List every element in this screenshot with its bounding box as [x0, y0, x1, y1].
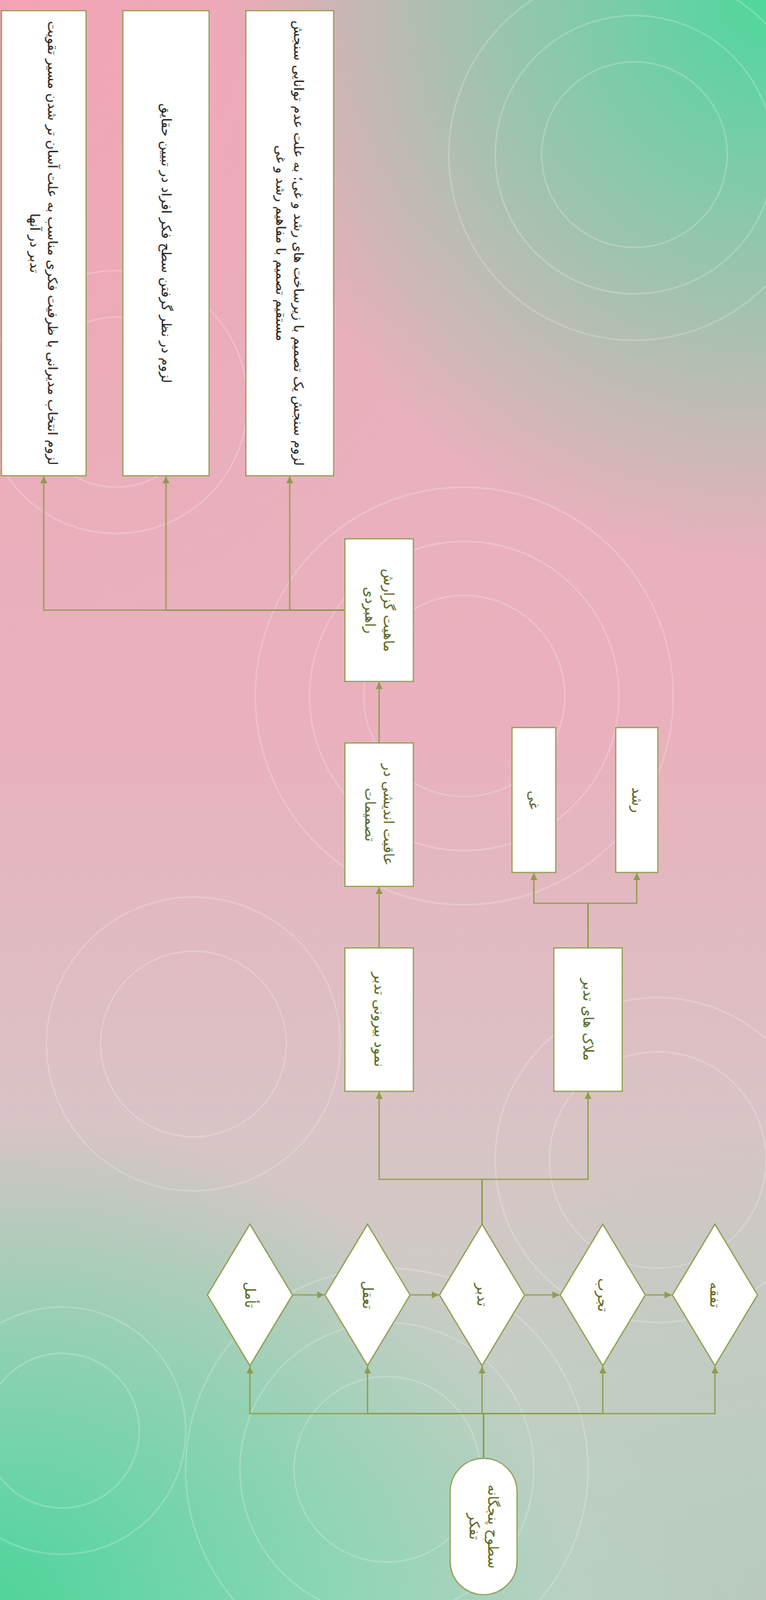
decision-diamond: تأمل [206, 1224, 294, 1368]
node-text: لزوم سنجش یک تصمیم با زیرساخت های رشد و … [272, 17, 308, 469]
flow-arrow [378, 887, 380, 948]
flow-arrow [379, 1092, 483, 1225]
flow-arrow [588, 873, 637, 948]
flow-arrow [378, 682, 380, 743]
node-text: تأمل [240, 1256, 260, 1336]
node-text: لزوم انتخاب مدیرانی با ظرفیت فکری مناسب … [26, 17, 62, 469]
process-box-outline [344, 538, 414, 683]
node-text: سطوح پنجگانه تفکر [465, 1475, 503, 1580]
start-terminal-outline [449, 1458, 518, 1597]
process-box: رشد [615, 727, 659, 874]
flow-arrow [249, 1367, 484, 1459]
flow-arrow [166, 476, 346, 611]
conclusion-box: لزوم انتخاب مدیرانی با ظرفیت فکری مناسب … [0, 10, 87, 477]
node-text: غی [524, 735, 544, 866]
start-terminal: سطوح پنجگانه تفکر [449, 1458, 518, 1597]
node-text: لزوم در نظر گرفتن سطح فکر افراد در تبیین… [157, 17, 175, 469]
decision-diamond: تعقل [324, 1224, 411, 1368]
flow-arrow [483, 1367, 603, 1459]
process-box: غی [511, 727, 557, 874]
node-text: تجرب [593, 1256, 613, 1336]
flow-arrow [533, 873, 589, 948]
flow-arrow [410, 1295, 439, 1297]
flow-arrow [483, 1367, 715, 1459]
node-text: تدبر [472, 1256, 492, 1336]
process-box: نمود بیرونی تدبر [344, 947, 414, 1093]
node-text: رشد [627, 735, 647, 866]
process-box: ماهیت گزارش راهبردی [344, 538, 414, 683]
node-text: نمود بیرونی تدبر [369, 955, 389, 1085]
decision-diamond: تجرب [559, 1224, 647, 1368]
process-box: عاقبت اندیشی در تصمیمات [344, 742, 414, 888]
node-text: تعقل [358, 1256, 377, 1336]
process-box: ملاک های تدبر [553, 947, 623, 1093]
conclusion-box-outline [0, 10, 87, 477]
flow-arrow [290, 476, 346, 611]
flow-arrow [646, 1295, 672, 1297]
flow-arrow [44, 476, 346, 611]
node-text: عاقبت اندیشی در تصمیمات [360, 750, 399, 880]
flow-arrow [525, 1295, 560, 1297]
node-text: تفقه [705, 1256, 725, 1336]
process-box-outline [344, 742, 414, 888]
node-text: ماهیت گزارش راهبردی [360, 546, 399, 675]
node-text: ملاک های تدبر [578, 955, 598, 1085]
conclusion-box: لزوم در نظر گرفتن سطح فکر افراد در تبیین… [122, 10, 210, 477]
flow-arrow [367, 1367, 484, 1459]
flow-arrow [293, 1295, 325, 1297]
flow-arrow [482, 1092, 589, 1225]
decision-diamond: تفقه [671, 1224, 759, 1368]
conclusion-box-outline [245, 10, 335, 477]
decision-diamond: تدبر [438, 1224, 526, 1368]
conclusion-box: لزوم سنجش یک تصمیم با زیرساخت های رشد و … [245, 10, 335, 477]
